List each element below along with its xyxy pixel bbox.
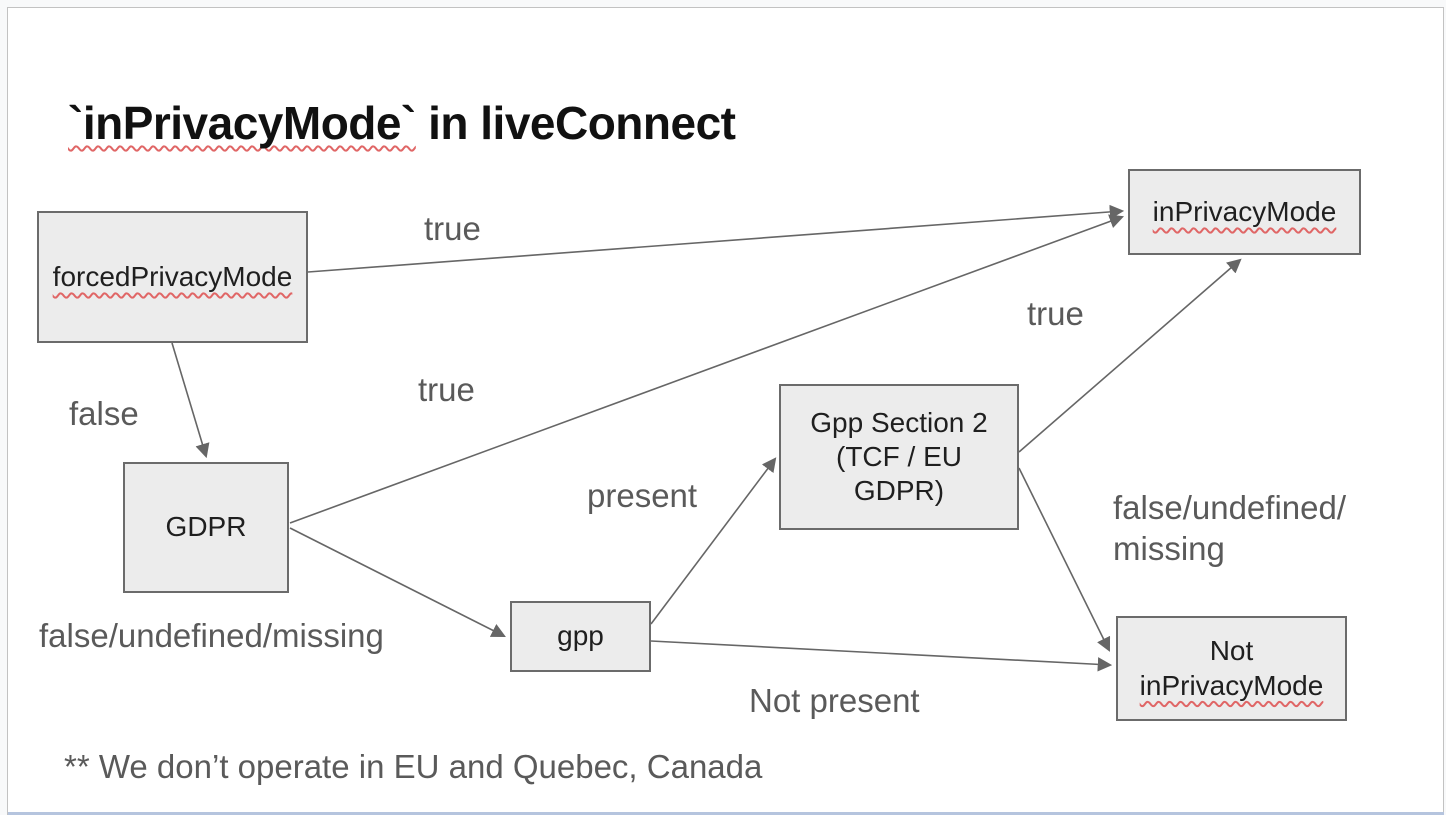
arrow-gdpr-to-inprivacymode[interactable] <box>289 214 1125 524</box>
node-gdpr-label: GDPR <box>165 511 247 543</box>
node-in-privacy-mode-label: inPrivacyMode <box>1152 195 1337 227</box>
node-not-in-privacy-mode[interactable]: Not inPrivacyMode <box>1116 616 1347 721</box>
edge-label-gdpr-true[interactable]: true <box>418 371 475 408</box>
edge-label-gpp-not-present[interactable]: Not present <box>749 682 920 719</box>
arrow-gdpr-to-gpp[interactable] <box>289 527 506 637</box>
node-gpp-section-2[interactable]: Gpp Section 2 (TCF / EU GDPR) <box>779 384 1019 530</box>
slide-title-code: `inPrivacyMode` <box>68 97 416 149</box>
edge-label-forced-false[interactable]: false <box>69 395 139 432</box>
arrow-gpp-to-gppsection2[interactable] <box>650 457 777 625</box>
node-in-privacy-mode[interactable]: inPrivacyMode <box>1128 169 1361 255</box>
node-not-in-privacy-mode-line2: inPrivacyMode <box>1139 669 1324 701</box>
bottom-edge-highlight <box>8 812 1444 815</box>
edge-label-gpp-present[interactable]: present <box>587 477 698 514</box>
edge-label-gdpr-false[interactable]: false/undefined/missing <box>39 617 384 654</box>
node-gpp[interactable]: gpp <box>510 601 651 672</box>
node-gpp-section-2-line2: (TCF / EU <box>836 440 962 472</box>
edge-label-forced-true[interactable]: true <box>424 210 481 247</box>
arrow-forced-to-gdpr[interactable] <box>171 342 210 459</box>
node-forced-privacy-mode[interactable]: forcedPrivacyMode <box>37 211 308 343</box>
node-gpp-section-2-line1: Gpp Section 2 <box>810 406 988 438</box>
edge-label-section-true[interactable]: true <box>1027 295 1084 332</box>
arrow-gppsection2-to-inprivacymode[interactable] <box>1018 258 1242 453</box>
node-gpp-section-2-line3: GDPR) <box>853 475 945 507</box>
slide-title-rest: in liveConnect <box>415 97 736 149</box>
edge-label-section-false[interactable]: false/undefined/ missing <box>1113 489 1347 568</box>
node-not-in-privacy-mode-line1: Not <box>1209 635 1254 667</box>
arrow-forced-to-inprivacymode[interactable] <box>307 204 1125 273</box>
arrow-gpp-to-notinprivacymode[interactable] <box>650 640 1113 672</box>
node-gdpr[interactable]: GDPR <box>123 462 289 593</box>
arrow-gppsection2-to-notinprivacymode[interactable] <box>1018 467 1111 652</box>
node-forced-privacy-mode-label: forcedPrivacyMode <box>52 260 293 292</box>
slide-title[interactable]: `inPrivacyMode` in liveConnect <box>68 96 736 150</box>
node-gpp-label: gpp <box>557 620 604 652</box>
footnote[interactable]: ** We don’t operate in EU and Quebec, Ca… <box>64 748 763 785</box>
